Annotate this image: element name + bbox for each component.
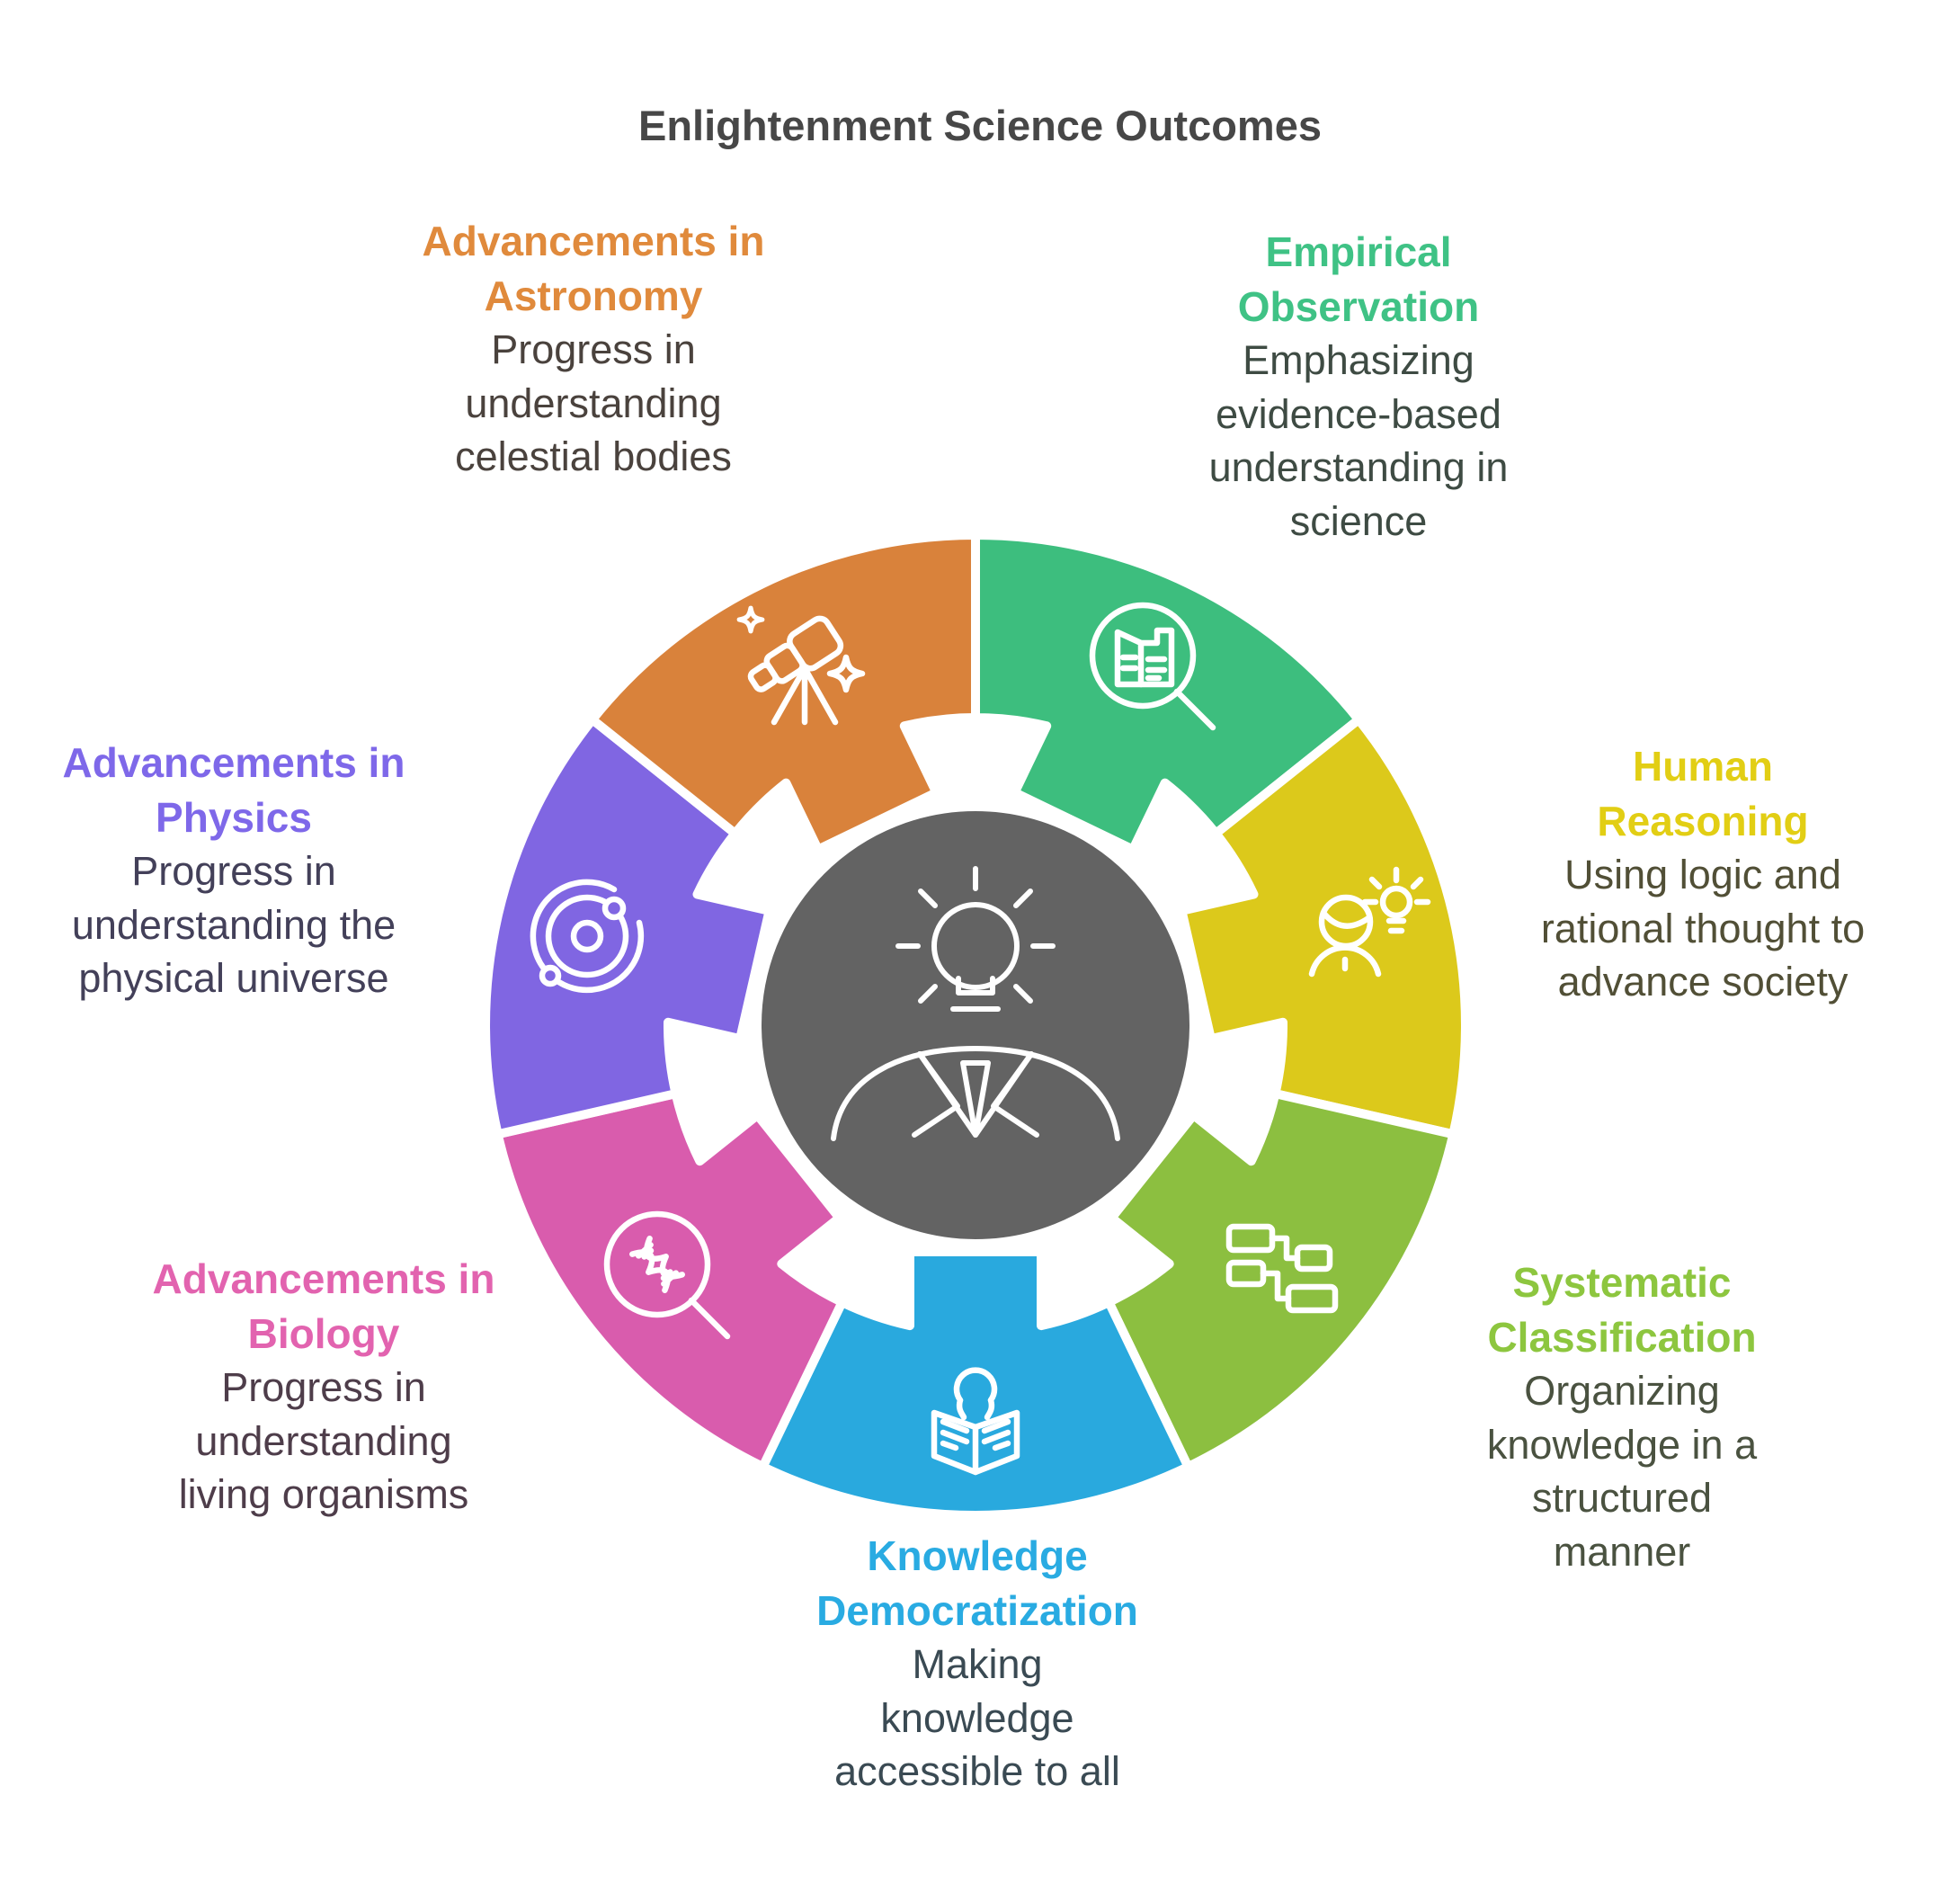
segment-heading: Advancements in Astronomy bbox=[422, 218, 765, 319]
segment-description: Making knowledge accessible to all bbox=[834, 1641, 1120, 1795]
page-title: Enlightenment Science Outcomes bbox=[637, 102, 1322, 149]
segment-heading: Systematic Classification bbox=[1487, 1259, 1757, 1361]
atom-icon bbox=[530, 879, 645, 994]
segment-empirical-observation bbox=[971, 531, 1364, 854]
label-advancements-in-astronomy: Advancements in Astronomy Progress in un… bbox=[369, 214, 818, 484]
document-magnifier-icon bbox=[1089, 602, 1216, 731]
hierarchy-icon bbox=[1225, 1223, 1339, 1314]
segment-description: Progress in understanding living organis… bbox=[178, 1364, 469, 1518]
segment-advancements-in-astronomy bbox=[587, 531, 980, 854]
label-advancements-in-biology: Advancements in Biology Progress in unde… bbox=[99, 1252, 548, 1522]
label-advancements-in-physics: Advancements in Physics Progress in unde… bbox=[18, 736, 450, 1005]
label-systematic-classification: Systematic Classification Organizing kno… bbox=[1415, 1255, 1829, 1578]
idea-person-icon bbox=[831, 866, 1120, 1141]
reader-book-icon bbox=[931, 1367, 1020, 1476]
segment-heading: Empirical Observation bbox=[1237, 228, 1480, 330]
segment-description: Organizing knowledge in a structured man… bbox=[1486, 1368, 1758, 1575]
segment-heading: Knowledge Democratization bbox=[816, 1532, 1138, 1634]
label-human-reasoning: Human Reasoning Using logic and rational… bbox=[1478, 739, 1928, 1009]
center-hub bbox=[753, 802, 1198, 1248]
segment-knowledge-democratization bbox=[758, 1247, 1193, 1520]
label-knowledge-democratization: Knowledge Democratization Making knowled… bbox=[744, 1529, 1211, 1799]
dna-magnifier-icon bbox=[603, 1210, 731, 1340]
segment-description: Progress in understanding the physical u… bbox=[71, 848, 396, 1002]
label-empirical-observation: Empirical Observation Emphasizing eviden… bbox=[1125, 225, 1592, 548]
telescope-icon bbox=[736, 605, 866, 726]
segment-systematic-classification bbox=[1104, 1089, 1458, 1471]
segment-description: Using logic and rational thought to adva… bbox=[1540, 852, 1866, 1005]
person-lightbulb-icon bbox=[1308, 866, 1431, 978]
segment-description: Progress in understanding celestial bodi… bbox=[455, 326, 732, 480]
segment-description: Emphasizing evidence-based understanding… bbox=[1208, 337, 1509, 544]
segment-heading: Advancements in Physics bbox=[62, 739, 405, 841]
segment-heading: Advancements in Biology bbox=[152, 1255, 495, 1357]
segment-heading: Human Reasoning bbox=[1597, 743, 1809, 844]
